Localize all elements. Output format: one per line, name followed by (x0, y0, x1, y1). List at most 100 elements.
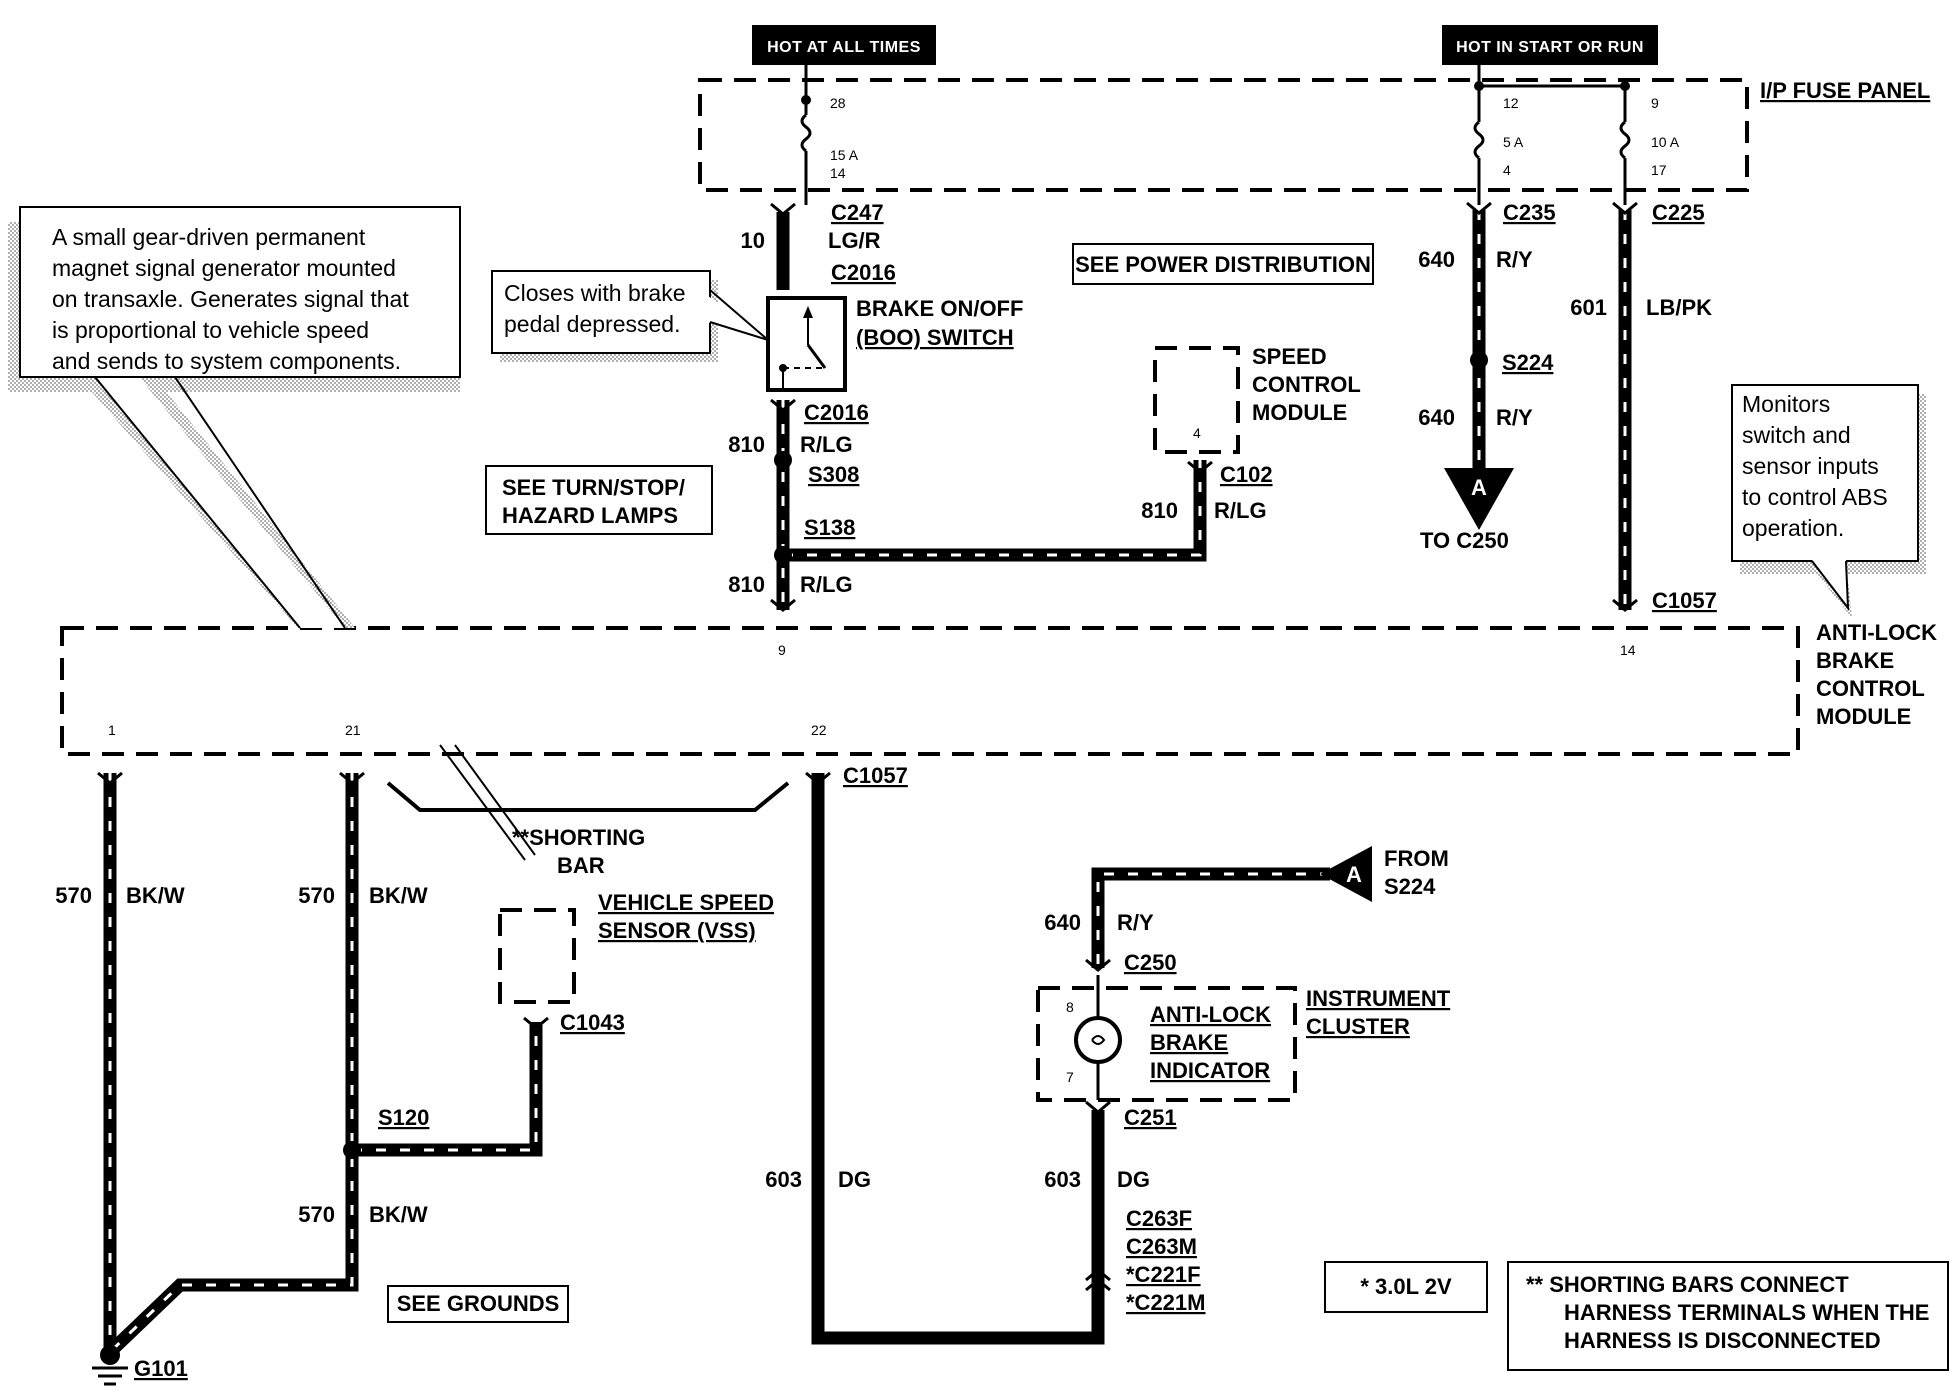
svg-text:SENSOR (VSS): SENSOR (VSS) (598, 918, 756, 943)
arrow-from-s224: A FROM S224 (1320, 846, 1449, 902)
svg-text:LG/R: LG/R (828, 228, 881, 253)
svg-text:603: 603 (765, 1167, 802, 1192)
ref-grounds: SEE GROUNDS (387, 1285, 569, 1323)
svg-text:* 3.0L 2V: * 3.0L 2V (1360, 1274, 1452, 1299)
svg-text:CONTROL: CONTROL (1252, 372, 1361, 397)
connector-marks (97, 201, 1638, 1114)
svg-text:TO C250: TO C250 (1420, 528, 1509, 553)
svg-text:DG: DG (1117, 1167, 1150, 1192)
ground-g101: G101 (92, 1345, 188, 1386)
svg-text:14: 14 (830, 165, 846, 181)
anti-lock-brake-control-module: 9 14 1 21 22 ANTI-LOCK BRAKE CONTROL MOD… (60, 620, 1937, 756)
svg-text:S224: S224 (1502, 350, 1554, 375)
svg-text:9: 9 (778, 642, 786, 658)
svg-text:R/Y: R/Y (1117, 910, 1154, 935)
svg-text:640: 640 (1044, 910, 1081, 935)
svg-text:** SHORTING BARS CONNECT: ** SHORTING BARS CONNECT (1526, 1272, 1849, 1297)
svg-text:operation.: operation. (1742, 515, 1844, 541)
svg-text:BRAKE ON/OFF: BRAKE ON/OFF (856, 296, 1023, 321)
svg-text:R/LG: R/LG (800, 572, 853, 597)
svg-text:BK/W: BK/W (369, 1202, 428, 1227)
svg-text:12: 12 (1503, 95, 1519, 111)
svg-text:INSTRUMENT: INSTRUMENT (1306, 986, 1451, 1011)
splice-s138 (774, 546, 792, 564)
svg-text:(BOO) SWITCH: (BOO) SWITCH (856, 325, 1014, 350)
svg-text:BAR: BAR (557, 853, 605, 878)
svg-text:C1043: C1043 (560, 1010, 625, 1035)
fuse-15a: 28 15 A 14 (800, 65, 859, 205)
svg-text:603: 603 (1044, 1167, 1081, 1192)
svg-text:switch and: switch and (1742, 422, 1851, 448)
svg-text:R/LG: R/LG (1214, 498, 1267, 523)
svg-text:CLUSTER: CLUSTER (1306, 1014, 1410, 1039)
svg-text:**SHORTING: **SHORTING (512, 825, 645, 850)
svg-text:SEE GROUNDS: SEE GROUNDS (397, 1291, 560, 1316)
svg-text:*C221F: *C221F (1126, 1262, 1201, 1287)
svg-text:4: 4 (1503, 162, 1511, 178)
svg-text:10 A: 10 A (1651, 134, 1680, 150)
svg-text:1: 1 (108, 722, 116, 738)
shorting-bar: **SHORTING BAR (386, 744, 790, 878)
svg-text:8: 8 (1066, 999, 1074, 1015)
svg-text:SPEED: SPEED (1252, 344, 1327, 369)
svg-text:INDICATOR: INDICATOR (1150, 1058, 1270, 1083)
svg-text:BK/W: BK/W (369, 883, 428, 908)
svg-text:C263M: C263M (1126, 1234, 1197, 1259)
svg-text:BRAKE: BRAKE (1150, 1030, 1228, 1055)
svg-text:S224: S224 (1384, 874, 1436, 899)
svg-text:HAZARD LAMPS: HAZARD LAMPS (502, 503, 678, 528)
svg-text:DG: DG (838, 1167, 871, 1192)
svg-text:R/LG: R/LG (800, 432, 853, 457)
svg-text:A: A (1471, 475, 1487, 500)
svg-text:sensor inputs: sensor inputs (1742, 453, 1879, 479)
svg-text:I/P FUSE PANEL: I/P FUSE PANEL (1760, 78, 1930, 103)
svg-text:7: 7 (1066, 1069, 1074, 1085)
svg-text:601: 601 (1570, 295, 1607, 320)
ip-fuse-panel: I/P FUSE PANEL 28 15 A 14 12 5 A 4 (698, 65, 1930, 205)
callout-switch: Closes with brake pedal depressed. (491, 270, 769, 362)
connector-c263: C263F C263M *C221F *C221M (1085, 1206, 1205, 1315)
vehicle-speed-sensor: VEHICLE SPEED SENSOR (VSS) (498, 890, 774, 1004)
svg-text:C225: C225 (1652, 200, 1705, 225)
svg-text:R/Y: R/Y (1496, 405, 1533, 430)
svg-text:C2016: C2016 (831, 260, 896, 285)
ref-turn-stop-hazard: SEE TURN/STOP/ HAZARD LAMPS (485, 465, 713, 535)
splices (343, 351, 1488, 1159)
svg-text:810: 810 (728, 432, 765, 457)
svg-text:9: 9 (1651, 95, 1659, 111)
svg-text:BK/W: BK/W (126, 883, 185, 908)
svg-text:S308: S308 (808, 462, 859, 487)
wire-labels: 10 LG/R 640 R/Y 640 R/Y 601 LB/PK 810 R/… (55, 228, 1712, 1227)
svg-text:21: 21 (345, 722, 361, 738)
svg-text:C102: C102 (1220, 462, 1273, 487)
svg-text:Closes with brake: Closes with brake (504, 280, 686, 306)
svg-text:is proportional to vehicle spe: is proportional to vehicle speed (52, 317, 369, 343)
svg-text:SEE TURN/STOP/: SEE TURN/STOP/ (502, 475, 685, 500)
svg-text:MODULE: MODULE (1252, 400, 1347, 425)
svg-text:HOT AT ALL TIMES: HOT AT ALL TIMES (767, 39, 921, 56)
instrument-cluster: 8 7 ANTI-LOCK BRAKE INDICATOR INSTRUMENT… (1036, 975, 1451, 1102)
svg-text:HARNESS TERMINALS WHEN THE: HARNESS TERMINALS WHEN THE (1564, 1300, 1929, 1325)
svg-text:A: A (1346, 862, 1362, 887)
ref-power-distribution: SEE POWER DISTRIBUTION (1072, 243, 1374, 285)
svg-text:C247: C247 (831, 200, 884, 225)
svg-text:to control ABS: to control ABS (1742, 484, 1888, 510)
svg-text:Monitors: Monitors (1742, 391, 1830, 417)
svg-text:G101: G101 (134, 1356, 188, 1381)
speed-control-module: 4 SPEED CONTROL MODULE (1153, 344, 1361, 454)
svg-text:pedal depressed.: pedal depressed. (504, 311, 680, 337)
fuse-10a: 9 10 A 17 (1619, 86, 1680, 205)
callout-module: Monitors switch and sensor inputs to con… (1731, 384, 1926, 618)
svg-text:640: 640 (1418, 405, 1455, 430)
connector-labels: C247 C2016 C2016 C235 C225 S224 S308 S13… (378, 200, 1717, 1130)
svg-text:magnet signal generator mounte: magnet signal generator mounted (52, 255, 396, 281)
svg-text:SEE POWER DISTRIBUTION: SEE POWER DISTRIBUTION (1075, 252, 1371, 277)
svg-text:C250: C250 (1124, 950, 1177, 975)
svg-text:5 A: 5 A (1503, 134, 1524, 150)
splice-s224 (1470, 351, 1488, 369)
splice-s308 (774, 451, 792, 469)
svg-text:CONTROL: CONTROL (1816, 676, 1925, 701)
svg-text:S138: S138 (804, 515, 855, 540)
svg-text:640: 640 (1418, 247, 1455, 272)
